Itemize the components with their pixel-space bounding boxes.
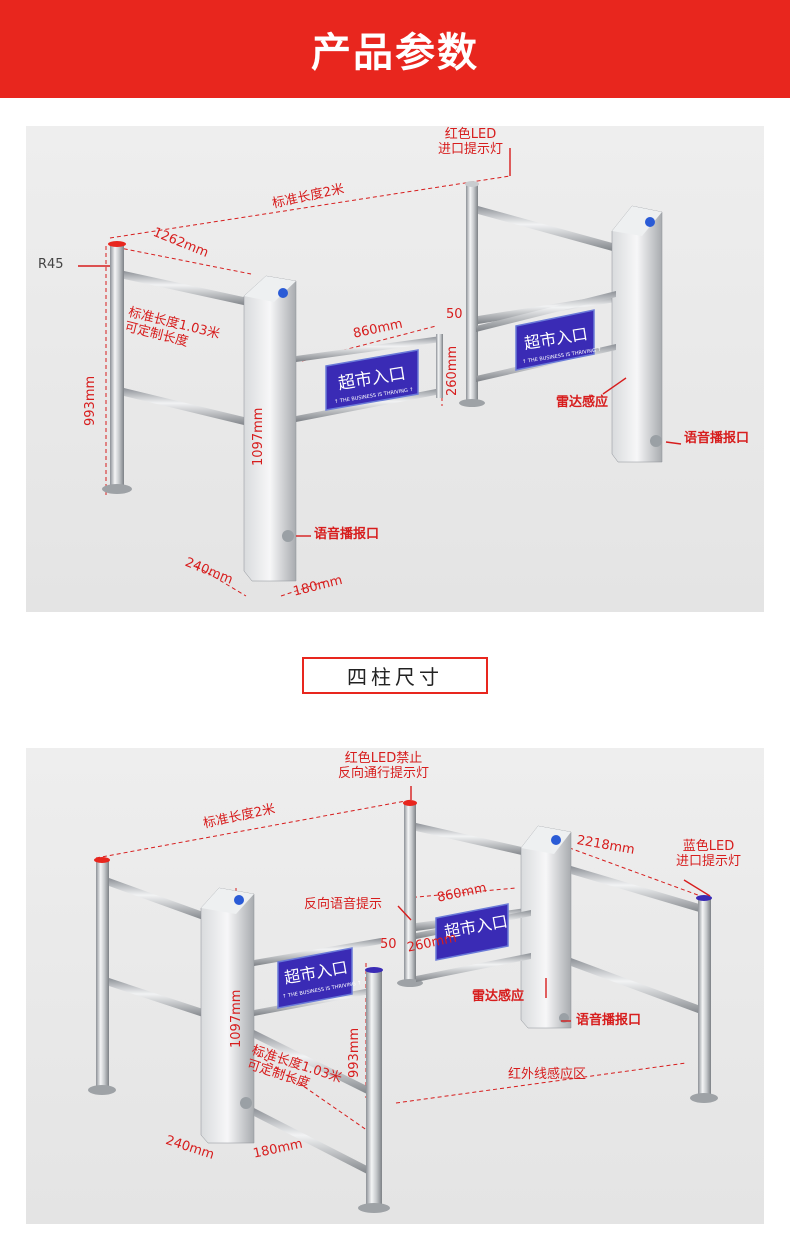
page-title: 产品参数 [311,30,479,76]
annotation-reverse-voice: 反向语音提示 [304,897,383,912]
annotation-red-led: 红色LED 进口提示灯 [438,127,504,157]
section-label: 四柱尺寸 [347,665,443,689]
product-diagram-two-post: 超市入口 ↑ THE BUSINESS IS THRIVING ↑ 超市入口 ↑… [26,126,764,612]
gate-illustration-1 [78,148,682,597]
annotation-dim-50: 50 [380,937,397,952]
annotation-dim-993: 993mm [83,375,98,426]
annotation-voice-port-right: 语音播报口 [684,431,750,446]
annotation-red-led-forbid: 红色LED禁止 反向通行提示灯 [338,751,430,781]
annotation-dim-50: 50 [446,307,463,322]
annotation-blue-led: 蓝色LED 进口提示灯 [676,839,742,869]
annotation-dim-1097: 1097mm [251,407,266,466]
section-label-box: 四柱尺寸 [302,657,488,694]
annotation-dim-993: 993mm [347,1027,362,1078]
product-diagram-four-post: 超市入口 超市入口 ↑ THE BUSINESS IS THRIVING ↑ 红… [26,748,764,1224]
annotation-dim-260: 260mm [445,345,460,396]
annotation-voice-port: 语音播报口 [576,1013,642,1028]
annotation-radar: 雷达感应 [556,395,609,410]
annotation-voice-port-left: 语音播报口 [314,527,380,542]
annotation-radar: 雷达感应 [472,989,525,1004]
annotation-dim-1097: 1097mm [229,989,244,1048]
gate-illustration-2 [88,786,718,1213]
header-banner: 产品参数 [0,0,790,98]
annotation-r45: R45 [38,257,64,272]
annotation-infrared: 红外线感应区 [508,1067,587,1082]
